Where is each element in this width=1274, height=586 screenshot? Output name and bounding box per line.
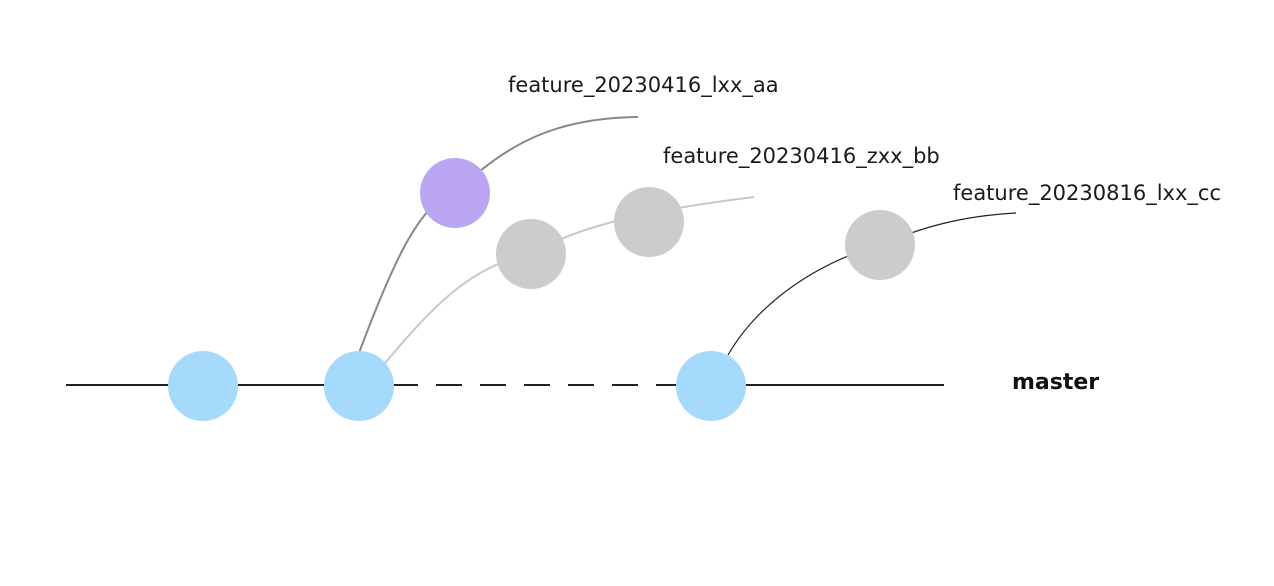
master-commit-2[interactable] bbox=[324, 351, 394, 421]
feature-cc-label: feature_20230816_lxx_cc bbox=[953, 181, 1221, 206]
master-commit-3[interactable] bbox=[676, 351, 746, 421]
feature-aa-commit[interactable] bbox=[420, 158, 490, 228]
master-commit-1[interactable] bbox=[168, 351, 238, 421]
feature-aa-label: feature_20230416_lxx_aa bbox=[508, 73, 779, 98]
feature-cc-commit[interactable] bbox=[845, 210, 915, 280]
feature-bb-commit-2[interactable] bbox=[614, 187, 684, 257]
feature-aa-branch-line bbox=[358, 116, 639, 354]
feature-bb-commit-1[interactable] bbox=[496, 219, 566, 289]
master-label: master bbox=[1012, 370, 1099, 395]
feature-bb-label: feature_20230416_zxx_bb bbox=[663, 144, 940, 169]
